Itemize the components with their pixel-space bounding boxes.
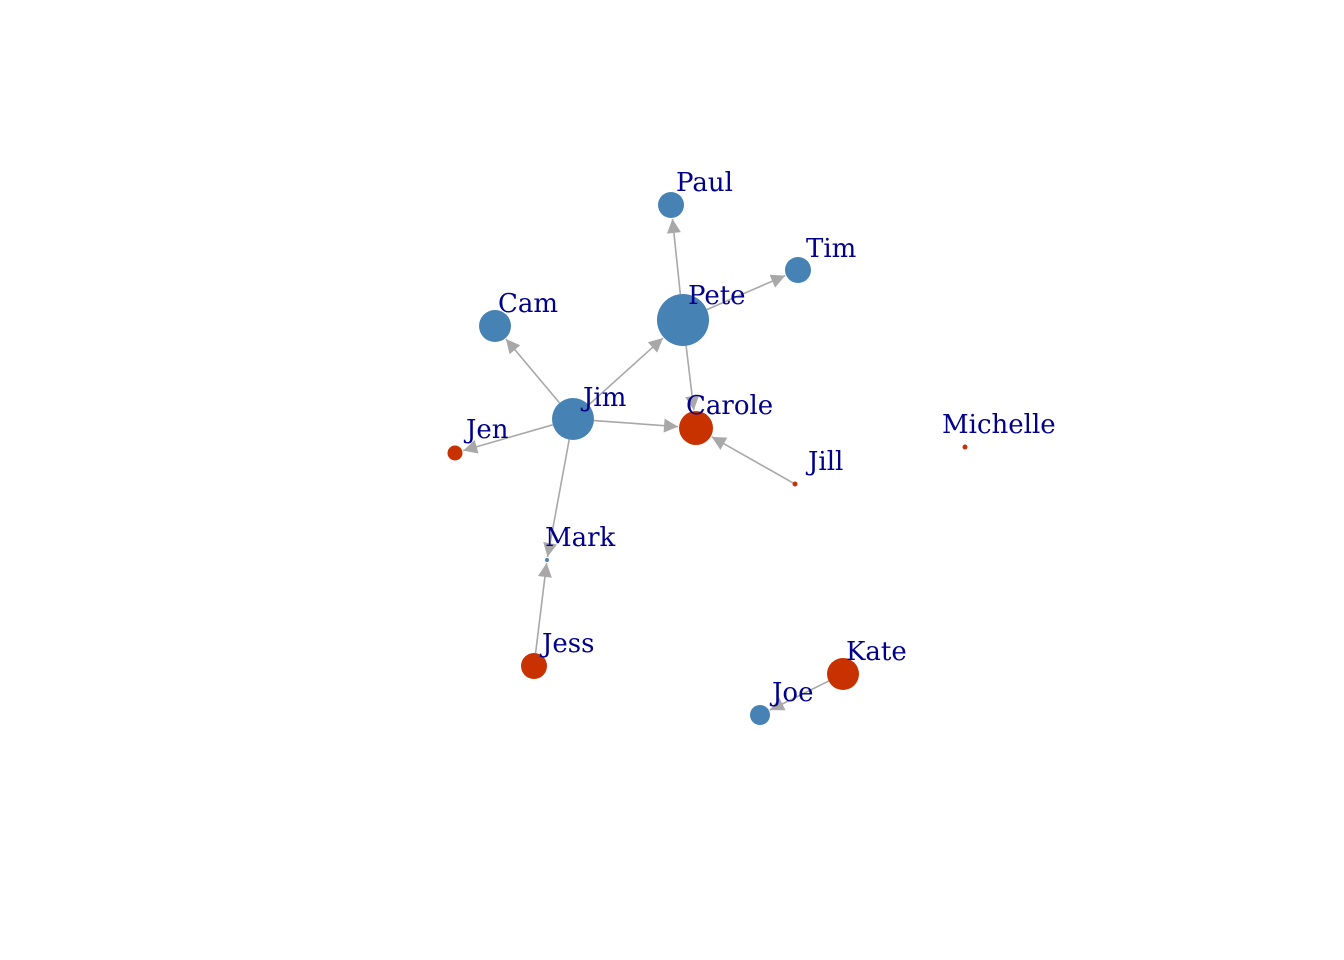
node-jill[interactable] xyxy=(792,481,798,487)
edge-pete-to-paul xyxy=(666,218,682,295)
edge-jim-to-mark xyxy=(543,439,570,558)
node-cam[interactable] xyxy=(479,310,511,342)
edge-jim-to-jen xyxy=(462,424,554,454)
node-michelle[interactable] xyxy=(962,444,968,450)
edge-pete-to-tim xyxy=(706,274,786,311)
node-label-kate: Kate xyxy=(846,637,907,667)
node-carole[interactable] xyxy=(679,411,713,445)
node-label-tim: Tim xyxy=(806,234,856,264)
node-label-jill: Jill xyxy=(805,447,843,477)
edge-jim-to-pete xyxy=(588,337,664,406)
node-joe[interactable] xyxy=(750,705,770,725)
node-paul[interactable] xyxy=(658,192,684,218)
edge-jess-to-mark xyxy=(534,562,552,654)
node-jen[interactable] xyxy=(447,445,463,461)
edge-jill-to-carole xyxy=(711,436,794,484)
edge-kate-to-joe xyxy=(769,680,830,711)
node-kate[interactable] xyxy=(827,658,859,690)
node-label-joe: Joe xyxy=(769,678,813,708)
edge-jim-to-cam xyxy=(505,338,561,404)
node-mark[interactable] xyxy=(545,558,549,562)
node-jess[interactable] xyxy=(521,653,547,679)
nodes-layer xyxy=(447,192,968,725)
node-label-pete: Pete xyxy=(688,281,746,311)
node-label-mark: Mark xyxy=(545,523,616,553)
edge-jim-to-carole xyxy=(593,418,679,433)
edge-pete-to-carole xyxy=(685,345,700,411)
node-pete[interactable] xyxy=(657,294,709,346)
node-label-michelle: Michelle xyxy=(942,410,1056,440)
node-jim[interactable] xyxy=(552,398,594,440)
node-label-paul: Paul xyxy=(676,168,733,198)
node-label-jen: Jen xyxy=(463,415,509,445)
node-label-jim: Jim xyxy=(580,383,626,413)
edges-layer xyxy=(462,218,830,711)
node-label-jess: Jess xyxy=(539,629,595,659)
node-label-cam: Cam xyxy=(498,289,558,319)
node-label-carole: Carole xyxy=(686,391,773,421)
node-tim[interactable] xyxy=(785,257,811,283)
